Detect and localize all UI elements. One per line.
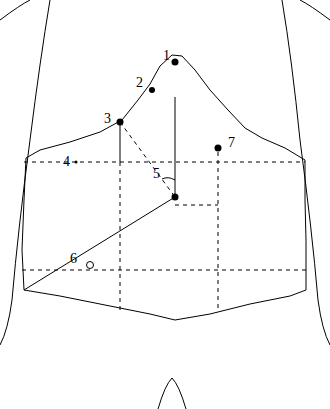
point-marker [149, 87, 155, 93]
dashed-line [120, 122, 175, 197]
callout-number: 2 [136, 76, 143, 90]
dashed-line [218, 152, 219, 310]
callout-number: 4 [63, 155, 70, 169]
construction-line [24, 197, 175, 290]
shoulder-line [0, 0, 30, 20]
shoulder-line [300, 0, 330, 20]
callout-number: 3 [104, 112, 111, 126]
construction-line [175, 97, 176, 197]
abdomen-outline [22, 55, 306, 320]
point-marker [75, 161, 78, 164]
dashed-line [175, 205, 218, 206]
angle-arc [162, 178, 175, 180]
point-marker [172, 59, 179, 66]
callout-number: 7 [228, 136, 235, 150]
torso-right-edge [282, 0, 330, 345]
point-marker [117, 119, 124, 126]
callout-number: 1 [163, 49, 170, 63]
genital-outline [158, 378, 186, 409]
point-marker [87, 262, 94, 269]
callout-number: 6 [70, 252, 77, 266]
callout-number: 5 [153, 167, 160, 181]
point-marker [215, 145, 222, 152]
dashed-line [22, 270, 306, 271]
umbilicus-dot [172, 194, 179, 201]
dashed-line [120, 162, 121, 310]
construction-line [120, 122, 121, 162]
